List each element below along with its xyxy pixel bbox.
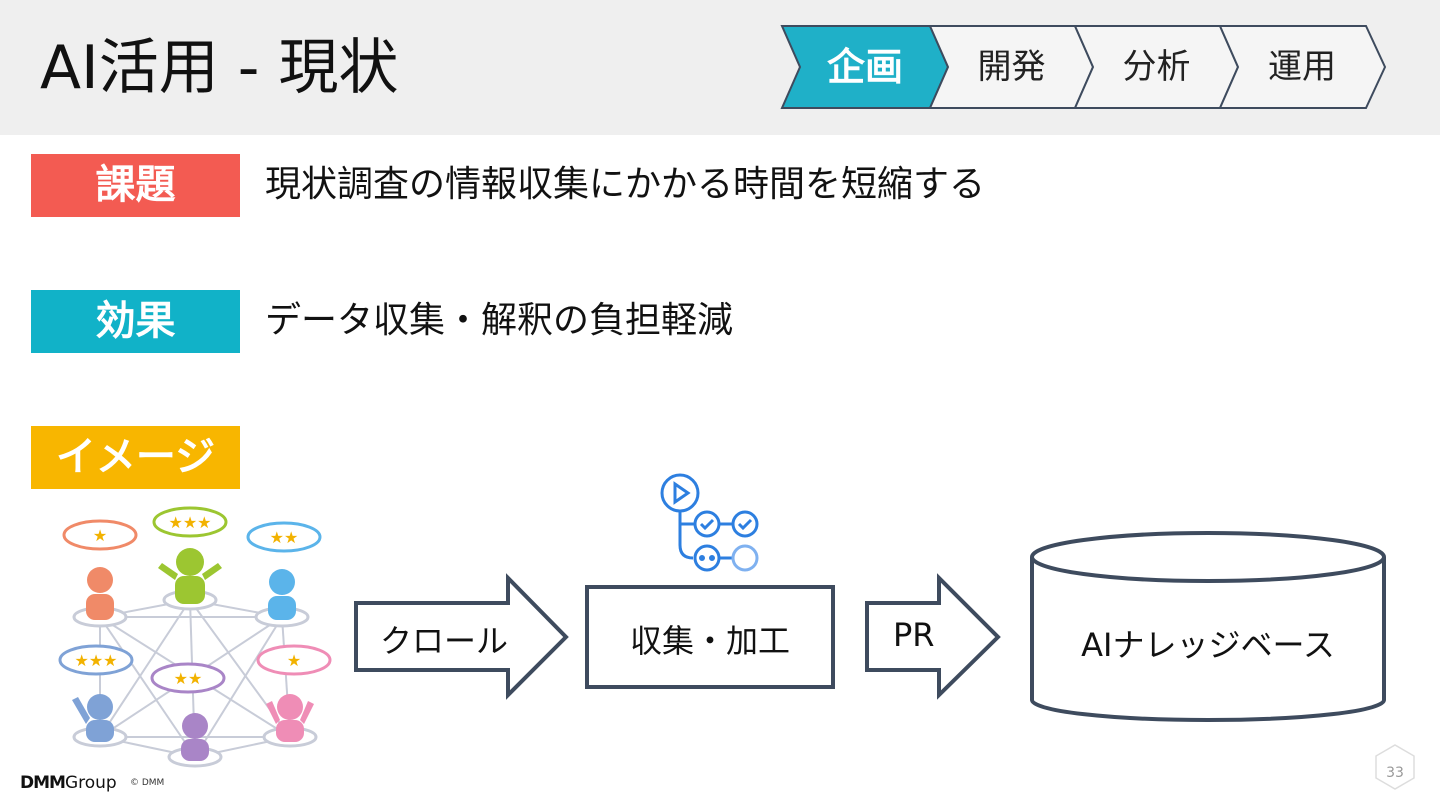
svg-text:★★: ★★ — [270, 528, 299, 547]
process-label: 収集・加工 — [629, 622, 790, 660]
pr-arrow — [865, 573, 1001, 700]
database-cylinder — [1030, 531, 1386, 722]
process-steps: 企画 開発 分析 運用 — [780, 24, 1390, 110]
step-plan: 企画 — [826, 45, 903, 89]
step-analysis: 分析 — [1122, 47, 1191, 87]
svg-text:★: ★ — [287, 651, 301, 670]
step-chevron-ops — [1218, 25, 1387, 109]
logo-main: DMM — [20, 773, 66, 793]
svg-text:★★: ★★ — [174, 669, 203, 688]
company-logo: DMMGroup — [20, 773, 117, 793]
crawl-arrow — [354, 573, 569, 700]
svg-text:★★★: ★★★ — [74, 651, 117, 670]
people-network-illustration: ★ ★★★ ★★ ★★★ ★★ ★ — [58, 506, 332, 768]
svg-text:★★★: ★★★ — [168, 513, 211, 532]
step-dev: 開発 — [977, 47, 1046, 87]
logo-group: Group — [64, 773, 117, 793]
image-tag: イメージ — [31, 426, 240, 489]
database-label: AIナレッジベース — [1081, 626, 1335, 664]
page-number-badge — [1375, 744, 1415, 790]
issue-text: 現状調査の情報収集にかかる時間を短縮する — [265, 164, 986, 205]
workflow-icon — [660, 473, 759, 572]
pr-label: PR — [893, 616, 935, 654]
issue-tag: 課題 — [31, 154, 240, 217]
effect-text: データ収集・解釈の負担軽減 — [265, 300, 734, 341]
page-number: 33 — [1386, 765, 1404, 781]
process-box — [585, 585, 835, 689]
header-bar: AI活用 - 現状 企画 開発 分析 運用 — [0, 0, 1440, 135]
slide-title: AI活用 - 現状 — [40, 33, 399, 103]
crawl-label: クロール — [380, 622, 509, 660]
step-ops: 運用 — [1268, 47, 1336, 87]
svg-text:★: ★ — [93, 526, 107, 545]
effect-tag: 効果 — [31, 290, 240, 353]
steps-chevrons — [780, 25, 1387, 109]
copyright: © DMM — [130, 778, 165, 788]
